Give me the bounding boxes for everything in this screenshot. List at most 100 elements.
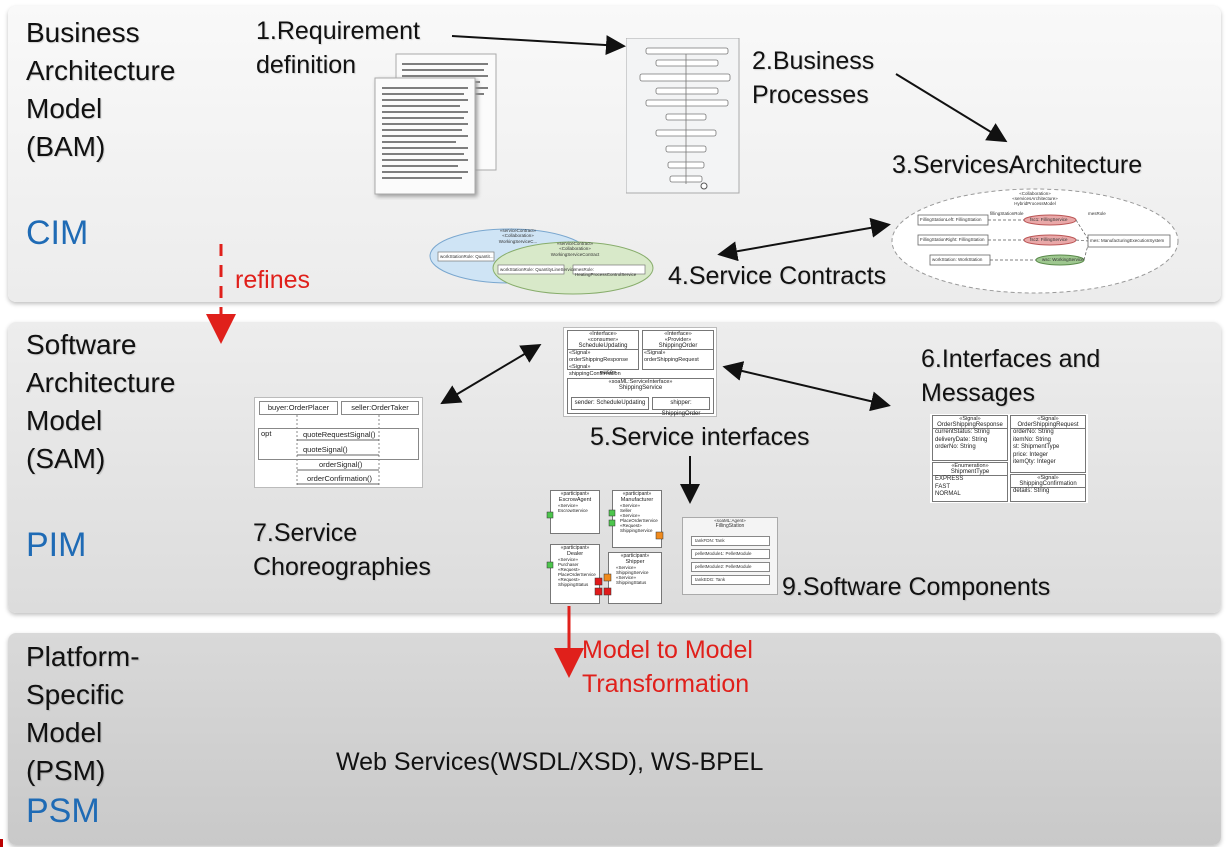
msg-1-name: OrderShippingResponse (933, 422, 1007, 429)
msg-3-attrs: EXPRESS FAST NORMAL (935, 476, 964, 497)
service-interface-box: «soaML:ServiceInterface» ShippingService… (567, 378, 714, 417)
comp-stereo: «soaML:Agent» (714, 518, 746, 523)
lifeline-buyer: buyer:OrderPlacer (259, 401, 338, 415)
msg-4-attrs: details: String (1013, 488, 1050, 494)
contract-1-stereo: «serviceContract» «Collaboration» (499, 228, 537, 238)
step-4-label: 4.Service Contracts (668, 262, 887, 290)
choreography-sequence-diagram: buyer:OrderPlacer seller:OrderTaker opt … (254, 397, 423, 488)
sa-role-1: fsc1: FillingService (1030, 217, 1068, 222)
svc-stereo: «soaML:ServiceInterface» (608, 379, 673, 385)
contract-1-part: workStationRole: Quantit... (440, 254, 494, 259)
msg-box-1: «Signal» OrderShippingResponse currentSt… (932, 415, 1008, 461)
p4-stereo: «participant» (620, 553, 650, 559)
contract-2-part-1: workStationRole: QuantityLineService (500, 267, 576, 272)
comp-part-2: pelletModule1: PelletModule (691, 549, 770, 559)
pim-level: PIM (26, 526, 87, 564)
transformation-label: Model to Model Transformation (582, 636, 753, 698)
consumer-interface-box: «Interface» «consumer» ScheduleUpdating … (567, 330, 639, 377)
participants-diagram: «participant» EscrowAgent «Service» Escr… (546, 488, 664, 606)
sa-row-3: workStation: WorkStation (932, 257, 983, 262)
sa-role-3: wsc: WorkingService (1042, 257, 1084, 262)
msg-2-attrs: orderNo: String itemNo: String st: Shipm… (1013, 429, 1060, 465)
svc-port-2: shipper: ShippingOrder (652, 397, 710, 417)
msg-box-2: «Signal» OrderShippingRequest orderNo: S… (1010, 415, 1086, 473)
services-architecture-diagram: «Collaboration» «servicesArchitecture» H… (890, 187, 1180, 295)
svc-name: ShippingService (618, 385, 663, 391)
sa-stereo: «Collaboration» «servicesArchitecture» (1012, 191, 1058, 201)
comp-part-4: tankEDG: Tank (691, 575, 770, 585)
edge-marker (0, 839, 3, 847)
psm-technologies: Web Services(WSDL/XSD), WS-BPEL (336, 748, 764, 776)
requirements-docs-icon (374, 53, 497, 195)
msg-1-attrs: currentStatus: String deliveryDate: Stri… (935, 429, 990, 450)
opt-fragment (258, 428, 419, 460)
service-contracts-diagram: «serviceContract» «Collaboration» Workin… (428, 226, 654, 296)
msg-2-stereo: «Signal» (1037, 416, 1059, 422)
step-7-label: 7.Service Choreographies (253, 519, 431, 581)
sa-row-1: FillingStationLeft: FillingStation (920, 217, 982, 222)
refines-label: refines (235, 266, 311, 294)
provider-name: ShippingOrder (643, 343, 713, 350)
lifeline-seller: seller:OrderTaker (341, 401, 419, 415)
step-9-label: 9.Software Components (782, 573, 1051, 601)
svc-port-1: sender: ScheduleUpdating (571, 397, 649, 410)
contract-2-stereo: «serviceContract» «Collaboration» (556, 241, 594, 251)
psm-panel (8, 633, 1221, 845)
msg-box-3: «Enumeration» ShipmentType EXPRESS FAST … (932, 462, 1008, 502)
msg-3-stereo: «Enumeration» (951, 463, 989, 469)
seq-message-2: quoteSignal() (303, 445, 348, 454)
msg-1-stereo: «Signal» (959, 416, 981, 422)
step-1-label: 1.Requirement definition (256, 17, 420, 79)
step-2-label: 2.Business Processes (752, 47, 875, 109)
p1-stereo: «participant» (560, 491, 590, 497)
step-6-label: 6.Interfaces and Messages (921, 345, 1101, 407)
p3-port: «Service» Purchaser «Request» PlaceOrder… (558, 557, 596, 587)
step-5-label: 5.Service interfaces (590, 423, 810, 451)
use-label: «use» (600, 370, 617, 376)
contract-1-name: WorkingServiceC... (498, 239, 538, 244)
seq-message-3: orderSignal() (319, 460, 363, 469)
msg-2-name: OrderShippingRequest (1011, 422, 1085, 429)
seq-message-1: quoteRequestSignal() (303, 430, 376, 439)
consumer-name: ScheduleUpdating (568, 343, 638, 350)
msg-4-name: ShippingConfirmation (1011, 481, 1085, 488)
sa-name: HybridProcessModel (1014, 201, 1056, 206)
opt-label: opt (261, 429, 272, 438)
provider-interface-box: «Interface» «Provider» ShippingOrder «Si… (642, 330, 714, 370)
p1-name: EscrowAgent (558, 497, 592, 503)
p2-stereo: «participant» (622, 491, 652, 497)
p2-port: «Service» Seller «Service» PlaceOrderSer… (620, 503, 658, 533)
consumer-stereo: «Interface» «consumer» (587, 331, 619, 343)
provider-stereo: «Interface» «Provider» (664, 331, 692, 343)
sa-role-label: fillingStationRole (990, 211, 1024, 216)
p4-port: «Service» ShippingService «Service» Ship… (616, 565, 649, 585)
service-interface-diagram: «Interface» «consumer» ScheduleUpdating … (563, 327, 717, 417)
contract-2-name: WorkingServiceContract (550, 252, 600, 257)
sa-right: mes: ManufacturingExecutionSystem (1090, 238, 1165, 243)
bam-title: Business Architecture Model (BAM) (26, 17, 176, 162)
p1-port: «Service» EscrowService (558, 503, 588, 513)
business-process-diagram (626, 38, 740, 194)
comp-part-1: tankFDN: Tank (691, 536, 770, 546)
participant-manufacturer: «participant» Manufacturer «Service» Sel… (612, 490, 662, 548)
messages-class-diagram: «Signal» OrderShippingResponse currentSt… (930, 414, 1088, 503)
participant-dealer: «participant» Dealer «Service» Purchaser… (550, 544, 600, 604)
software-component-diagram: «soaML:Agent» FillingStation tankFDN: Ta… (682, 517, 778, 595)
p3-stereo: «participant» (560, 545, 590, 551)
sam-title: Software Architecture Model (SAM) (26, 329, 176, 474)
provider-ops: «Signal» orderShippingRequest (644, 350, 699, 363)
msg-box-4: «Signal» ShippingConfirmation details: S… (1010, 474, 1086, 502)
psm-level: PSM (26, 792, 100, 830)
contract-2-part-2: mesRole: HeatingProcessControlService (575, 267, 637, 277)
psm-title: Platform- Specific Model (PSM) (26, 641, 140, 786)
msg-3-name: ShipmentType (933, 469, 1007, 476)
sa-row-2: FillingStationRight: FillingStation (920, 237, 985, 242)
p3-name: Dealer (566, 551, 584, 557)
step-3-label: 3.ServicesArchitecture (892, 151, 1143, 179)
cim-level: CIM (26, 214, 89, 252)
p2-name: Manufacturer (620, 497, 654, 503)
seq-message-4: orderConfirmation() (307, 474, 373, 483)
consumer-ops: «Signal» orderShippingResponse «Signal» … (569, 350, 629, 377)
msg-4-stereo: «Signal» (1037, 475, 1059, 481)
sa-mes-role: mesRole (1088, 211, 1106, 216)
